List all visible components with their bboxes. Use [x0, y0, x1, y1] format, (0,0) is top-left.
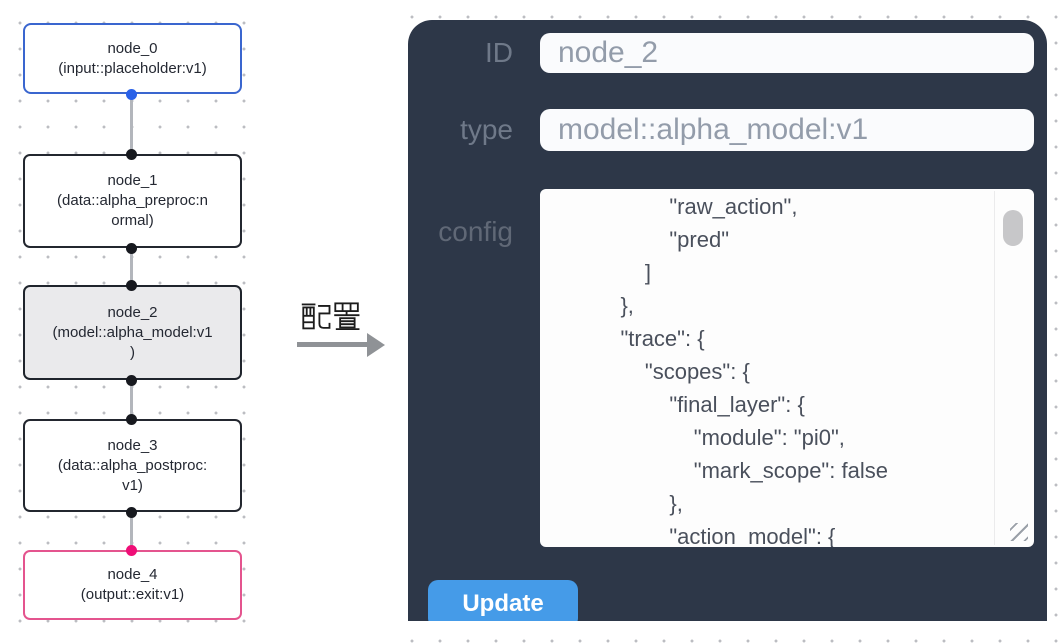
flow-node-node_0[interactable]: node_0 (input::placeholder:v1) — [23, 23, 242, 94]
node-subtitle: (data::alpha_postproc: — [57, 456, 208, 474]
node-config-panel: ID type config "raw_action", "pred" ] },… — [408, 20, 1047, 621]
port-node0-output[interactable] — [125, 88, 137, 100]
id-input[interactable] — [540, 33, 1034, 73]
cjk-configure-glyphs — [301, 302, 360, 330]
config-field-label: config — [438, 216, 513, 247]
edge-node0-node1 — [130, 94, 133, 155]
update-button[interactable]: Update — [428, 580, 578, 621]
node-subtitle: ormal) — [111, 212, 154, 229]
flow-node-node_1[interactable]: node_1 (data::alpha_preproc:n ormal) — [23, 154, 242, 248]
scrollbar-thumb[interactable] — [1003, 210, 1023, 246]
port-node1-output[interactable] — [125, 242, 137, 254]
node-title: node_3 — [107, 436, 158, 454]
type-input[interactable] — [540, 109, 1034, 151]
port-node3-input[interactable] — [125, 413, 137, 425]
id-field-label: ID — [485, 37, 513, 68]
config-json-textarea[interactable]: "raw_action", "pred" ] }, "trace": { "sc… — [540, 189, 1034, 547]
configure-label: 配置 — [300, 301, 362, 330]
node-title: node_1 — [107, 172, 158, 189]
arrow-shaft — [297, 342, 369, 347]
node-subtitle: v1) — [122, 476, 143, 494]
port-node2-output[interactable] — [125, 374, 137, 386]
node-subtitle: (output::exit:v1) — [80, 586, 185, 603]
type-field-label: type — [460, 114, 513, 145]
flow-node-node_2-selected[interactable]: node_2 (model::alpha_model:v1 ) — [23, 285, 242, 380]
port-node2-input[interactable] — [125, 279, 137, 291]
port-node4-input[interactable] — [125, 544, 137, 556]
node-subtitle: (model::alpha_model:v1 — [52, 323, 213, 341]
node-subtitle: (input::placeholder:v1) — [58, 59, 207, 77]
node-subtitle: ) — [130, 343, 135, 361]
node-title: node_2 — [107, 303, 158, 321]
resize-handle-icon[interactable] — [1010, 523, 1028, 541]
port-node3-output[interactable] — [125, 506, 137, 518]
scrollbar-track-divider — [994, 191, 995, 545]
flow-node-node_3[interactable]: node_3 (data::alpha_postproc: v1) — [23, 419, 242, 512]
node-title: node_4 — [107, 566, 158, 583]
flow-node-node_4[interactable]: node_4 (output::exit:v1) — [23, 550, 242, 620]
arrow-right-icon — [367, 332, 385, 357]
node-title: node_0 — [107, 39, 158, 57]
port-node1-input[interactable] — [125, 148, 137, 160]
node-subtitle: (data::alpha_preproc:n — [57, 192, 208, 209]
